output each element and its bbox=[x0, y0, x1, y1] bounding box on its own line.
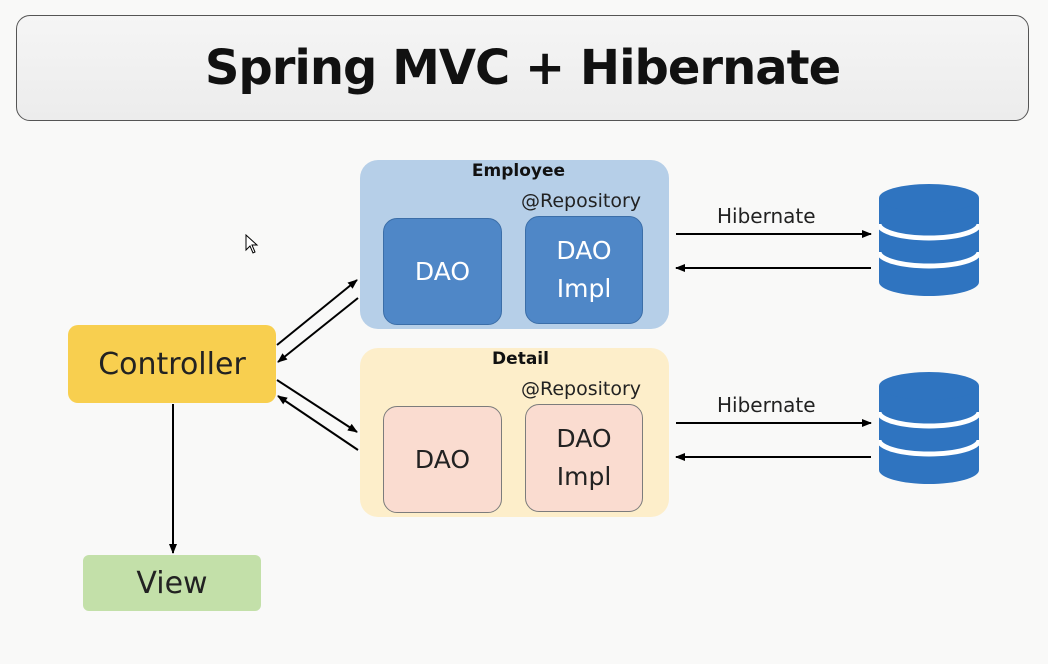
employee-group-title: Employee bbox=[471, 161, 566, 181]
controller-box: Controller bbox=[68, 325, 276, 403]
detail-group-title: Detail bbox=[492, 349, 549, 369]
employee-impl-line1: DAO bbox=[556, 236, 612, 265]
detail-repository-group: Detail @Repository DAO DAO Impl bbox=[360, 348, 669, 517]
employee-repository-group: Employee @Repository DAO DAO Impl bbox=[360, 160, 669, 329]
mouse-cursor-icon bbox=[245, 234, 259, 254]
detail-repository-annotation: @Repository bbox=[520, 378, 641, 400]
view-box: View bbox=[83, 555, 261, 611]
detail-impl-line2: Impl bbox=[556, 462, 612, 491]
employee-hibernate-label: Hibernate bbox=[717, 204, 816, 228]
arrow-controller-to-detail bbox=[276, 379, 358, 433]
employee-dao-label: DAO bbox=[414, 256, 471, 286]
detail-hibernate-label: Hibernate bbox=[717, 393, 816, 417]
employee-impl-line2: Impl bbox=[556, 274, 612, 303]
detail-dao-label: DAO bbox=[414, 444, 471, 474]
view-label: View bbox=[136, 565, 208, 601]
employee-database-icon bbox=[879, 184, 979, 296]
controller-label: Controller bbox=[98, 346, 246, 382]
arrow-controller-to-employee bbox=[276, 279, 358, 346]
arrow-detail-to-controller bbox=[277, 395, 359, 451]
detail-impl-line1: DAO bbox=[556, 424, 612, 453]
page-title: Spring MVC + Hibernate bbox=[204, 40, 841, 96]
employee-dao-box: DAO bbox=[383, 218, 502, 325]
detail-dao-box: DAO bbox=[383, 406, 502, 513]
detail-database-icon bbox=[879, 372, 979, 484]
detail-dao-impl-box: DAO Impl bbox=[525, 404, 643, 512]
title-banner: Spring MVC + Hibernate bbox=[16, 15, 1029, 121]
arrow-employee-to-controller bbox=[277, 297, 359, 363]
employee-dao-impl-box: DAO Impl bbox=[525, 216, 643, 324]
employee-repository-annotation: @Repository bbox=[520, 190, 641, 212]
